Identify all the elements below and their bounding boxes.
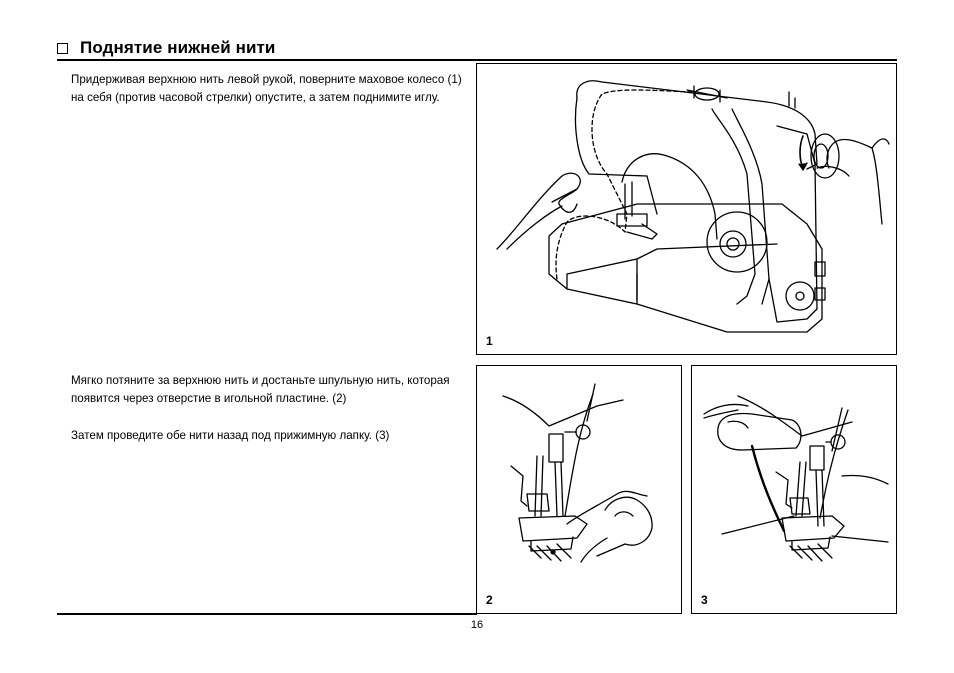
- bobbin-thread-illustration: [502, 383, 653, 563]
- instruction-paragraph-1: Придерживая верхнюю нить левой рукой, по…: [71, 73, 462, 104]
- figure-1-panel: 1: [476, 63, 897, 355]
- footer-divider: [57, 613, 477, 615]
- presser-foot-threads-illustration: [703, 395, 889, 562]
- page-number: 16: [470, 619, 484, 631]
- figure-2-panel: 2: [476, 365, 682, 614]
- figure-1-label: 1: [486, 334, 493, 348]
- heading-divider: [57, 59, 897, 61]
- sewing-machine-illustration: [496, 80, 890, 333]
- section-heading: Поднятие нижней нити: [57, 38, 275, 58]
- section-title: Поднятие нижней нити: [80, 38, 276, 57]
- instruction-paragraph-3: Затем проведите обе нити назад под прижи…: [71, 429, 390, 442]
- checkbox-square-icon: [57, 42, 68, 54]
- figure-3-panel: 3: [691, 365, 897, 614]
- instruction-paragraph-2: Мягко потяните за верхнюю нить и достань…: [71, 374, 450, 405]
- figure-3-label: 3: [701, 593, 708, 607]
- figure-2-label: 2: [486, 593, 493, 607]
